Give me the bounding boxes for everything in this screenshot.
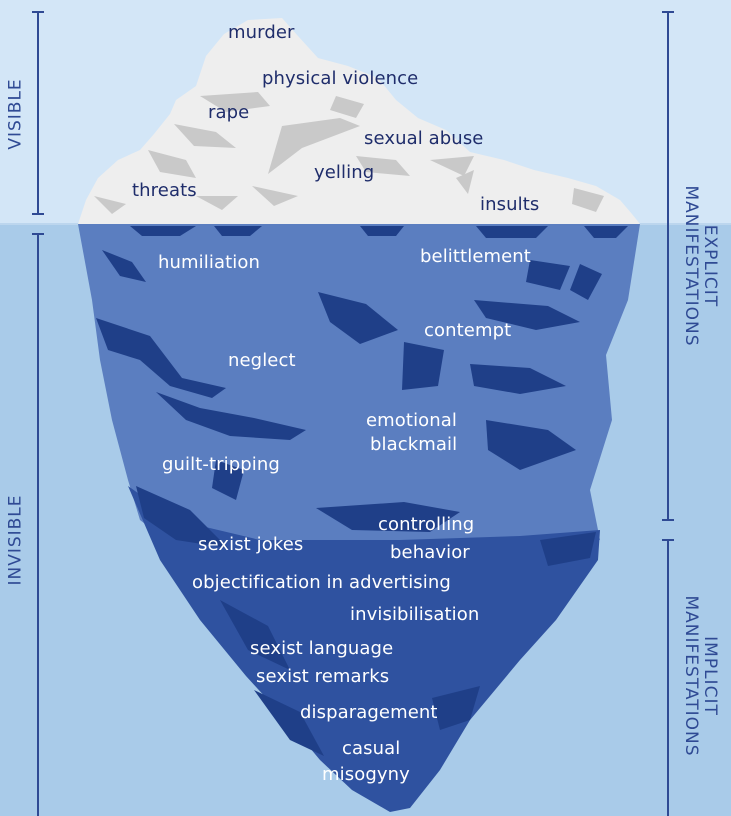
crevice (156, 392, 306, 440)
waterline-shadow (214, 226, 262, 236)
waterline-shadow (476, 226, 548, 238)
crevice (212, 460, 244, 500)
ice-shadow (456, 170, 474, 194)
implicit-line2: MANIFESTATIONS (681, 595, 701, 757)
crevice (474, 300, 580, 330)
iceberg-underwater-lower (128, 486, 600, 812)
iceberg-visible-tip (78, 18, 640, 224)
item-murder: murder (228, 22, 295, 43)
item-emotional: emotional (366, 410, 458, 431)
item-controlling: controlling (378, 514, 475, 535)
ice-shadow (268, 118, 360, 174)
invisible-bracket (32, 233, 44, 816)
explicit-line2: MANIFESTATIONS (681, 185, 701, 347)
item-guilt-tripping: guilt-tripping (162, 454, 280, 475)
item-physical-violence: physical violence (262, 68, 419, 89)
ice-shadow (572, 188, 604, 212)
crevice (486, 420, 576, 470)
crevice (220, 600, 290, 670)
item-yelling: yelling (314, 162, 375, 183)
invisible-label: INVISIBLE (5, 494, 26, 586)
ice-shadow (252, 186, 298, 206)
crevice (402, 342, 444, 390)
implicit-line1: IMPLICIT (700, 636, 720, 716)
explicit-manifestations-label: EXPLICIT MANIFESTATIONS (681, 185, 720, 347)
explicit-bracket (662, 11, 674, 521)
ice-shadow (148, 150, 196, 178)
ice-shadow (94, 196, 126, 214)
ice-shadow (330, 96, 364, 118)
implicit-manifestations-label: IMPLICIT MANIFESTATIONS (681, 595, 720, 757)
ice-shadow (356, 156, 410, 176)
ice-shadow (174, 124, 236, 148)
crevice (432, 686, 480, 730)
item-sexist-jokes: sexist jokes (198, 534, 304, 555)
crevice (526, 260, 570, 290)
crevice (318, 292, 398, 344)
crevice (102, 250, 146, 282)
item-misogyny: misogyny (322, 764, 410, 785)
waterline-shadow (130, 226, 196, 236)
item-contempt: contempt (424, 320, 512, 341)
item-rape: rape (208, 102, 250, 123)
visible-label: VISIBLE (5, 78, 26, 150)
crevice (254, 690, 324, 756)
item-humiliation: humiliation (158, 252, 260, 273)
waterline-shadow (584, 226, 628, 238)
item-belittlement: belittlement (420, 246, 531, 267)
waterline-shadow (360, 226, 404, 236)
item-disparagement: disparagement (300, 702, 438, 723)
ice-shadow (200, 92, 270, 112)
crevice (96, 318, 226, 398)
ice-shadow (196, 196, 238, 210)
item-neglect: neglect (228, 350, 296, 371)
item-sexist-remarks: sexist remarks (256, 666, 390, 687)
ice-shadow (430, 156, 474, 176)
item-blackmail: blackmail (370, 434, 458, 455)
explicit-line1: EXPLICIT (700, 224, 720, 308)
item-behavior: behavior (390, 542, 470, 563)
visible-bracket (32, 11, 44, 215)
crevice (316, 502, 460, 532)
crevice (136, 486, 228, 548)
item-insults: insults (480, 194, 540, 215)
item-sexual-abuse: sexual abuse (364, 128, 484, 149)
implicit-bracket (662, 539, 674, 816)
item-casual: casual (342, 738, 401, 759)
crevice (540, 532, 596, 566)
item-sexist-language: sexist language (250, 638, 394, 659)
crevice (470, 364, 566, 394)
item-objectification-in-advertising: objectification in advertising (192, 572, 451, 593)
item-invisibilisation: invisibilisation (350, 604, 480, 625)
item-threats: threats (132, 180, 197, 201)
crevice (570, 264, 602, 300)
